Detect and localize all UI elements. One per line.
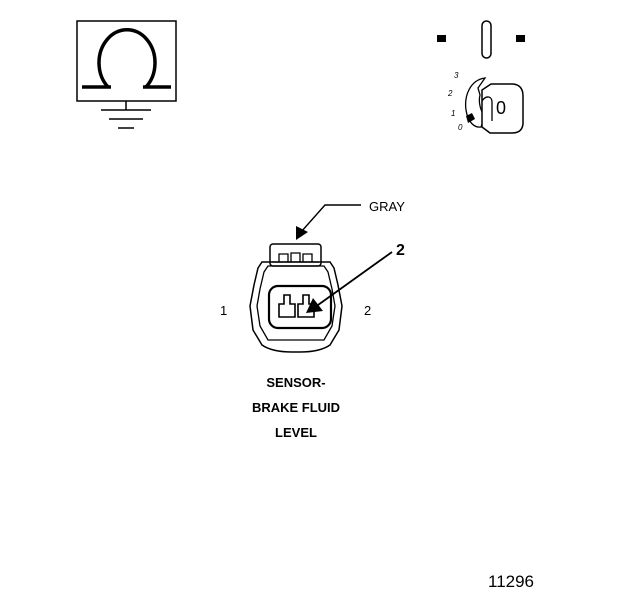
ignition-position-3: 3 [454, 71, 459, 80]
connector-color-label: GRAY [369, 199, 405, 214]
ignition-position-2: 2 [448, 89, 453, 98]
callout-number: 2 [396, 242, 405, 259]
component-caption-line-2: BRAKE FLUID [251, 400, 341, 415]
component-caption-line-1: SENSOR- [266, 375, 326, 390]
ignition-key-label: 0 [496, 98, 507, 118]
ignition-position-0: 0 [458, 123, 463, 132]
pin-label-2: 2 [364, 303, 372, 318]
ignition-key-off-icon [437, 20, 525, 134]
pin-label-1: 1 [220, 303, 228, 318]
two-pin-connector-icon [249, 243, 343, 353]
terminal-callout-arrow [306, 251, 393, 313]
ignition-position-1: 1 [451, 109, 456, 118]
ohm-symbol-ground-icon [76, 20, 177, 129]
color-leader-arrow [296, 204, 361, 240]
figure-number: 11296 [488, 572, 535, 591]
component-caption-line-3: LEVEL [275, 425, 317, 440]
